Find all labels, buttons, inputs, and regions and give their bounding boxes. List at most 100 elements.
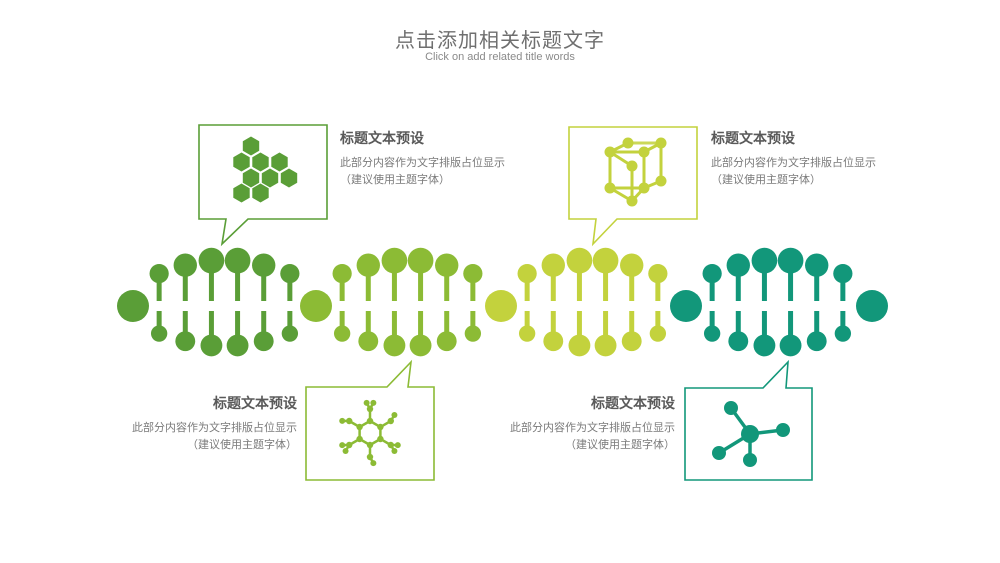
block-title: 标题文本预设 (213, 396, 297, 412)
helix-node (728, 331, 749, 352)
helix-node (253, 331, 274, 352)
hexagon-cell (242, 136, 260, 156)
helix-node (332, 263, 352, 284)
helix-node (703, 325, 721, 342)
block-title: 标题文本预设 (340, 131, 424, 147)
ring-atom (370, 399, 377, 406)
ring-atom (391, 447, 398, 454)
ring-atom (387, 417, 394, 425)
callout-box-1 (198, 124, 328, 247)
hexagon-cell (280, 168, 298, 188)
text-block-2: 标题文本预设 此部分内容作为文字排版占位显示 （建议使用主题字体） (711, 128, 911, 188)
helix-node (149, 263, 169, 284)
text-block-3: 标题文本预设 此部分内容作为文字排版占位显示 （建议使用主题字体） (97, 393, 297, 453)
helix-node (594, 334, 617, 357)
helix-node (356, 253, 380, 277)
helix-node (464, 325, 482, 342)
page-title: 点击添加相关标题文字 (395, 28, 605, 52)
helix-node (281, 325, 299, 342)
block-desc-line1: 此部分内容作为文字排版占位显示 (510, 421, 675, 434)
helix-node-large (485, 290, 517, 322)
ring-atom (377, 423, 384, 431)
helix-node (198, 247, 225, 274)
helix-node (381, 247, 408, 274)
dna-helix (117, 247, 888, 357)
hexagon-cell (271, 152, 288, 172)
helix-node-large (117, 290, 149, 322)
helix-node (383, 334, 406, 357)
ring-molecule-icon (339, 399, 401, 467)
text-block-4: 标题文本预设 此部分内容作为文字排版占位显示 （建议使用主题字体） (475, 393, 675, 453)
block-desc-line2: （建议使用主题字体） (340, 173, 450, 186)
helix-node (777, 247, 804, 274)
helix-node (568, 334, 591, 357)
helix-node (173, 253, 197, 277)
helix-node (435, 253, 459, 277)
hexagon-cell (252, 183, 269, 203)
helix-node (621, 331, 642, 352)
ring-atom (391, 412, 398, 419)
hexagon-cell (252, 152, 269, 172)
helix-node (333, 325, 351, 342)
helix-node (518, 325, 536, 342)
helix-node-large (856, 290, 888, 322)
helix-node (779, 334, 802, 357)
helix-node (806, 331, 827, 352)
block-title: 标题文本预设 (711, 131, 795, 147)
block-desc-line2: （建议使用主题字体） (187, 438, 297, 451)
helix-node (620, 253, 644, 277)
helix-segment-3 (485, 247, 668, 357)
helix-node (175, 331, 196, 352)
block-desc-line1: 此部分内容作为文字排版占位显示 (711, 156, 876, 169)
block-desc-line2: （建议使用主题字体） (711, 173, 821, 186)
helix-node (592, 247, 619, 274)
callout-box-4 (684, 359, 813, 481)
hexagon-cell (261, 168, 279, 188)
helix-node (648, 263, 668, 284)
helix-node (753, 334, 776, 357)
helix-node (543, 331, 564, 352)
helix-node (200, 334, 223, 357)
ring-atom (339, 442, 346, 449)
callout-box-2 (568, 126, 698, 247)
ring-atom (366, 453, 374, 461)
helix-node-large (670, 290, 702, 322)
helix-node (702, 263, 722, 284)
helix-node (834, 325, 852, 342)
hexagon-cell (242, 168, 260, 188)
helix-node (566, 247, 593, 274)
helix-node (649, 325, 667, 342)
ring-atom (356, 435, 363, 443)
cube-molecule-icon (604, 137, 667, 207)
helix-segment-1 (117, 247, 300, 357)
helix-node (409, 334, 432, 357)
ring-atom (394, 442, 401, 449)
helix-node (726, 253, 750, 277)
hexagon-cell (233, 183, 250, 203)
helix-node (517, 263, 537, 284)
block-title: 标题文本预设 (591, 396, 675, 412)
helix-node (751, 247, 778, 274)
ring-atom (370, 460, 377, 467)
page-subtitle: Click on add related title words (425, 51, 575, 63)
ring-atom (377, 435, 384, 443)
block-desc-line2: （建议使用主题字体） (565, 438, 675, 451)
ring-atom (339, 417, 346, 424)
ring-atom (366, 417, 374, 425)
helix-node (833, 263, 853, 284)
helix-node (805, 253, 829, 277)
network-molecule-icon (712, 401, 790, 467)
helix-node (358, 331, 379, 352)
hexagon-cluster-icon (233, 136, 298, 203)
text-block-1: 标题文本预设 此部分内容作为文字排版占位显示 （建议使用主题字体） (340, 128, 540, 188)
hexagon-cell (233, 152, 250, 172)
ring-atom (356, 423, 363, 431)
helix-node (252, 253, 276, 277)
helix-node (541, 253, 565, 277)
block-desc-line1: 此部分内容作为文字排版占位显示 (340, 156, 505, 169)
helix-node (407, 247, 434, 274)
helix-segment-4 (670, 247, 853, 357)
helix-node (280, 263, 300, 284)
helix-node (226, 334, 249, 357)
